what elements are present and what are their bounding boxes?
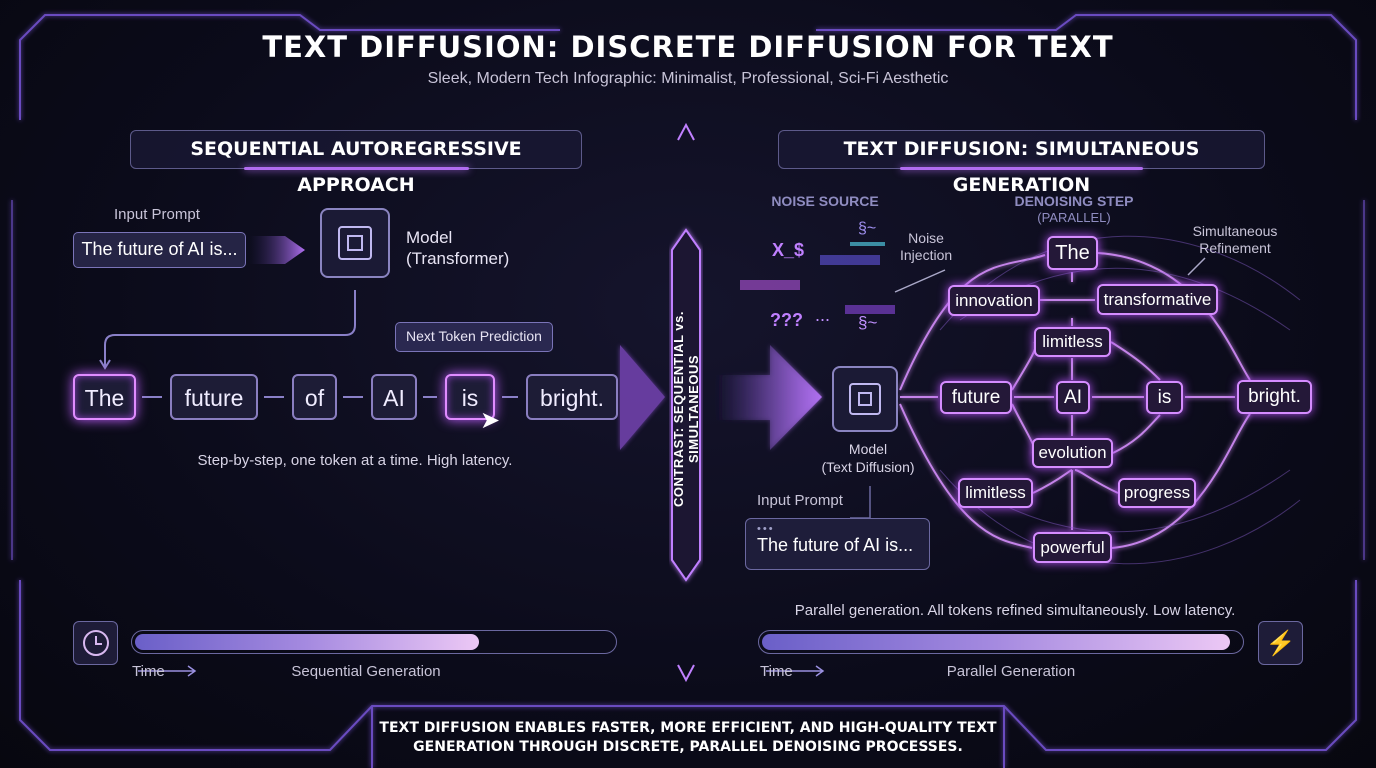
node-future: future (940, 381, 1012, 414)
noise-glyph: ??? (770, 310, 803, 330)
next-token-tooltip: Next Token Prediction (395, 322, 553, 352)
noise-source-label: NOISE SOURCE (771, 193, 879, 209)
noise-glyph: §~ (858, 313, 878, 332)
token-the: The (73, 374, 136, 420)
diffusion-chip-icon (832, 366, 898, 432)
footer-line-1: TEXT DIFFUSION ENABLES FASTER, MORE EFFI… (379, 720, 997, 736)
sequential-progress-bar (131, 630, 617, 654)
token-is: is (445, 374, 495, 420)
transformer-chip-icon (320, 208, 390, 278)
node-powerful: powerful (1033, 532, 1112, 563)
node-ai: AI (1056, 381, 1090, 414)
left-caption: Step-by-step, one token at a time. High … (197, 452, 513, 469)
left-model-label: Model (406, 228, 453, 247)
node-evolution: evolution (1032, 438, 1113, 468)
token-ai: AI (371, 374, 417, 420)
noise-injection-sublabel: Injection (900, 247, 953, 263)
node-the: The (1047, 236, 1098, 270)
noise-glyph: ... (815, 305, 831, 325)
lightning-icon: ⚡ (1258, 621, 1303, 665)
right-model-sublabel: (Text Diffusion) (821, 459, 915, 475)
page-subtitle: Sleek, Modern Tech Infographic: Minimali… (427, 70, 949, 87)
right-input-label: Input Prompt (757, 492, 843, 509)
token-of: of (292, 374, 337, 420)
right-time-label: Time (760, 663, 793, 680)
token-future: future (170, 374, 258, 420)
contrast-label: CONTRAST: SEQUENTIAL vs. SIMULTANEOUS (671, 311, 701, 507)
right-input-prompt: ••• The future of AI is... (745, 518, 930, 570)
parallel-progress-bar (758, 630, 1244, 654)
left-time-label: Time (132, 663, 165, 680)
simultaneous-refinement-label: Simultaneous (1192, 223, 1278, 239)
noise-glyph: X_$ (772, 240, 805, 260)
footer-line-2: GENERATION THROUGH DISCRETE, PARALLEL DE… (413, 739, 963, 755)
page-title: TEXT DIFFUSION: DISCRETE DIFFUSION FOR T… (262, 30, 1114, 64)
cursor-icon: ➤ (480, 407, 501, 434)
noise-injection-label: Noise (908, 230, 944, 246)
input-dots: ••• (757, 523, 775, 535)
right-caption: Parallel generation. All tokens refined … (794, 602, 1236, 619)
node-is: is (1146, 381, 1183, 414)
sequential-generation-label: Sequential Generation (291, 663, 441, 680)
parallel-progress-fill (762, 634, 1231, 650)
node-transformative: transformative (1097, 284, 1218, 315)
simultaneous-refinement-sublabel: Refinement (1199, 240, 1271, 256)
denoising-parallel-label: (PARALLEL) (1037, 210, 1111, 225)
noise-glyph: §~ (858, 220, 877, 237)
node-limitless-top: limitless (1034, 327, 1111, 357)
parallel-generation-label: Parallel Generation (946, 663, 1076, 680)
clock-icon (73, 621, 118, 665)
node-limitless-bottom: limitless (958, 478, 1033, 508)
right-section-title: TEXT DIFFUSION: SIMULTANEOUS GENERATION (778, 130, 1265, 196)
left-input-prompt: The future of AI is... (73, 232, 246, 268)
right-input-text: The future of AI is... (757, 535, 914, 555)
sequential-progress-fill (135, 634, 480, 650)
left-section-title: SEQUENTIAL AUTOREGRESSIVE APPROACH (130, 130, 582, 196)
denoising-step-label: DENOISING STEP (1014, 193, 1134, 209)
node-innovation: innovation (948, 285, 1040, 316)
left-model-sublabel: (Transformer) (406, 249, 510, 268)
token-bright: bright. (526, 374, 618, 420)
left-input-label: Input Prompt (114, 206, 200, 223)
node-bright: bright. (1237, 380, 1312, 414)
right-model-label: Model (848, 441, 888, 457)
node-progress: progress (1118, 478, 1196, 508)
